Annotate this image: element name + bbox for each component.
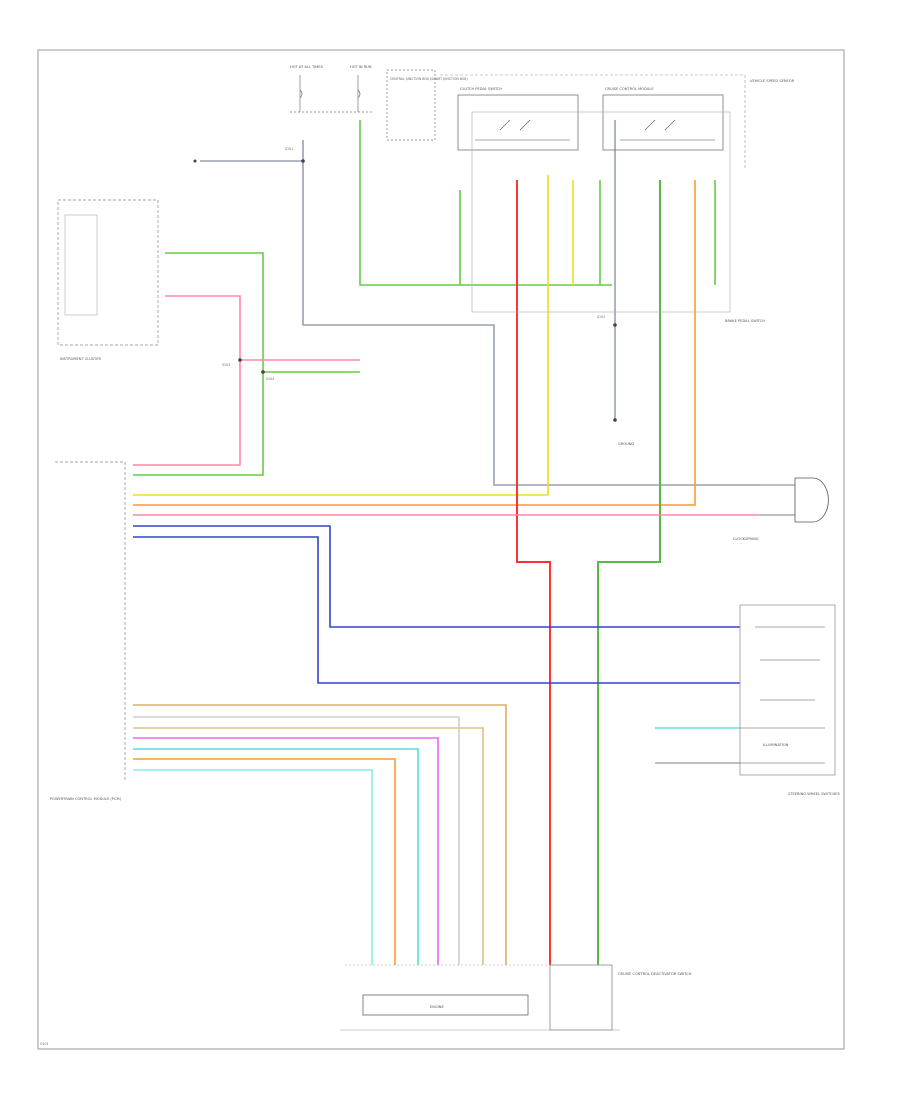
wire-green-cluster bbox=[133, 252, 264, 476]
label-cruise-module: CRUISE CONTROL MODULE bbox=[605, 87, 654, 91]
label-ground: GROUND bbox=[618, 442, 634, 446]
wire-blue-1 bbox=[133, 525, 740, 628]
central-junction-box bbox=[386, 69, 436, 141]
wire-pink-cluster bbox=[133, 295, 241, 466]
label-hot-2: HOT IN RUN bbox=[350, 65, 372, 69]
wire-lightgray bbox=[133, 716, 460, 965]
wire-green-trunk bbox=[597, 180, 661, 965]
splice-points bbox=[193, 159, 617, 422]
fuse-block bbox=[290, 69, 436, 141]
instrument-cluster-box bbox=[57, 199, 159, 346]
label-splice-2: S102 bbox=[597, 315, 605, 319]
label-deactivator: CRUISE CONTROL DEACTIVATOR SWITCH bbox=[618, 972, 692, 976]
label-brake-switch: BRAKE PEDAL SWITCH bbox=[725, 319, 765, 323]
wire-green-feed bbox=[359, 120, 461, 286]
wire-cyan-1 bbox=[133, 748, 419, 965]
wire-tan-2 bbox=[133, 727, 484, 965]
label-pcm: POWERTRAIN CONTROL MODULE (PCM) bbox=[50, 797, 122, 801]
wire-magenta bbox=[133, 737, 439, 965]
splice-s101 bbox=[301, 159, 305, 163]
label-speed-sensor: VEHICLE SPEED SENSOR bbox=[750, 79, 795, 83]
label-splice-3: S103 bbox=[222, 363, 230, 367]
switch-contacts bbox=[475, 119, 715, 141]
label-splice-4: S104 bbox=[266, 377, 274, 381]
label-splice-1: S101 bbox=[285, 147, 293, 151]
clutch-switch-connector bbox=[760, 477, 829, 523]
module-housing bbox=[471, 111, 731, 313]
wire-orange-1 bbox=[133, 180, 696, 506]
steering-wheel-switch-box bbox=[739, 604, 836, 776]
steering-switch-contacts bbox=[740, 626, 825, 764]
switch-module-2 bbox=[602, 94, 724, 151]
wire-red-trunk bbox=[516, 180, 551, 965]
wire-blue-2 bbox=[133, 536, 740, 684]
diagram-border bbox=[37, 49, 845, 1050]
wire-cyan-2 bbox=[133, 769, 373, 965]
splice-s103 bbox=[238, 358, 242, 362]
wire-gray-feed bbox=[302, 140, 760, 486]
wire-orange-2 bbox=[133, 758, 396, 965]
switch-module-1 bbox=[457, 94, 579, 151]
label-instrument-cluster: INSTRUMENT CLUSTER bbox=[60, 357, 101, 361]
engine-box bbox=[362, 994, 529, 1016]
ground-dot bbox=[613, 418, 617, 422]
cluster-inner bbox=[64, 214, 98, 316]
label-illumination: ILLUMINATION bbox=[763, 743, 789, 747]
label-central-junction: CENTRAL JUNCTION BOX (SMART JUNCTION BOX… bbox=[390, 77, 468, 81]
label-steering-wheel: STEERING WHEEL SWITCHES bbox=[788, 792, 840, 796]
label-clutch-switch: CLUTCH PEDAL SWITCH bbox=[460, 87, 502, 91]
label-ground-point: G101 bbox=[40, 1042, 49, 1046]
deactivator-box bbox=[549, 964, 613, 1031]
splice-s104 bbox=[261, 370, 265, 374]
label-clockspring: CLOCKSPRING bbox=[733, 537, 759, 541]
splice-s102 bbox=[613, 323, 617, 327]
wire-yellow-1 bbox=[133, 175, 549, 496]
wire-tan bbox=[133, 704, 507, 965]
wires bbox=[133, 120, 760, 965]
label-hot-1: HOT AT ALL TIMES bbox=[290, 65, 324, 69]
label-engine: ENGINE bbox=[430, 1005, 444, 1009]
